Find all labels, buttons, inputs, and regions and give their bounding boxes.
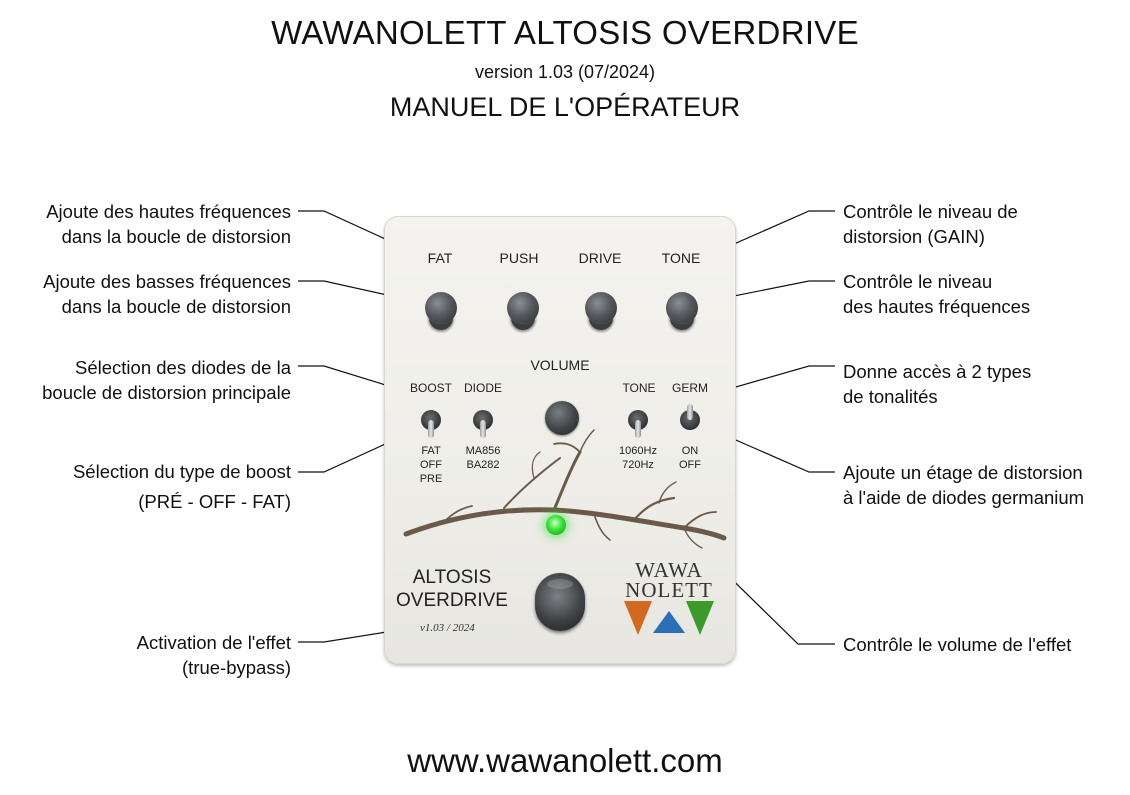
label-drive: DRIVE: [578, 250, 622, 266]
annotation-fat: Ajoute des basses fréquences dans la bou…: [43, 271, 291, 317]
page-title: WAWANOLETT ALTOSIS OVERDRIVE: [271, 14, 859, 51]
annotation-footswitch: Activation de l'effet (true-bypass): [136, 632, 291, 678]
label-diode: DIODE: [463, 381, 502, 395]
drive-knob[interactable]: [585, 292, 617, 324]
annotation-tone-switch: Donne accès à 2 types de tonalités: [843, 361, 1032, 407]
brand-logo-text: WAWA NOLETT: [625, 558, 713, 602]
label-boost: BOOST: [409, 381, 452, 395]
model-name: ALTOSIS OVERDRIVE: [396, 567, 508, 611]
label-germ: GERM: [672, 381, 708, 395]
version-text: version 1.03 (07/2024): [474, 62, 656, 82]
push-knob[interactable]: [507, 292, 539, 324]
annotation-volume: Contrôle le volume de l'effet: [843, 634, 1072, 655]
fat-knob[interactable]: [425, 292, 457, 324]
diode-positions: MA856 BA282: [465, 445, 501, 471]
pedal-version: v1.03 / 2024: [420, 622, 475, 634]
annotation-push: Ajoute des hautes fréquences dans la bou…: [46, 201, 291, 247]
label-volume: VOLUME: [530, 357, 590, 373]
website-url[interactable]: www.wawanolett.com: [407, 742, 723, 779]
boost-positions: FAT OFF PRE: [419, 445, 443, 485]
label-tone-switch: TONE: [622, 381, 656, 395]
branch-illustration: [403, 429, 727, 549]
volume-knob[interactable]: [545, 401, 579, 435]
footswitch[interactable]: [535, 573, 585, 631]
diode-switch[interactable]: [473, 410, 493, 438]
label-fat: FAT: [427, 250, 453, 266]
brand-logo-icon: [624, 601, 714, 635]
annotation-tone-knob: Contrôle le niveau des hautes fréquences: [843, 271, 1031, 317]
germ-positions: ON OFF: [679, 445, 701, 471]
germ-switch[interactable]: [680, 404, 700, 430]
label-push: PUSH: [499, 250, 539, 266]
annotation-germ: Ajoute un étage de distorsion à l'aide d…: [843, 462, 1085, 508]
annotation-drive: Contrôle le niveau de distorsion (GAIN): [843, 201, 1018, 247]
annotation-boost: Sélection du type de boost (PRÉ - OFF - …: [72, 461, 291, 512]
manual-title: MANUEL DE L'OPÉRATEUR: [389, 92, 741, 122]
annotation-diode: Sélection des diodes de la boucle de dis…: [42, 357, 291, 403]
tone-switch[interactable]: [628, 410, 648, 438]
tone-positions: 1060Hz 720Hz: [619, 445, 657, 471]
boost-switch[interactable]: [421, 410, 441, 438]
status-led: [546, 515, 566, 535]
label-tone-knob: TONE: [661, 250, 701, 266]
tone-knob[interactable]: [666, 292, 698, 324]
